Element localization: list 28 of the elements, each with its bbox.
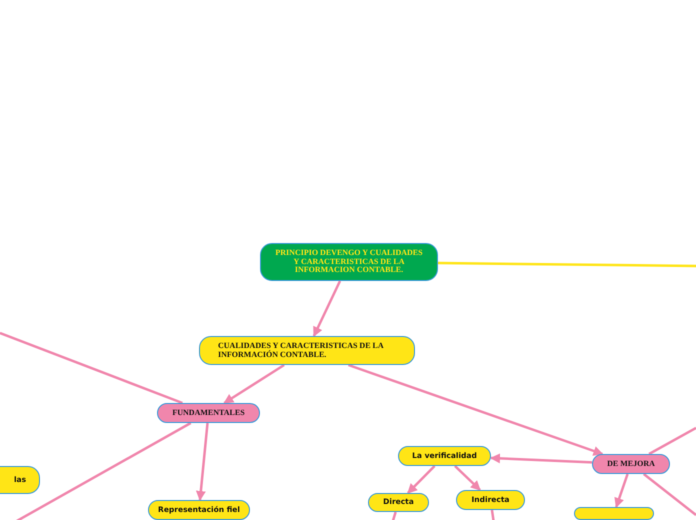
topic-box (398, 446, 491, 466)
arrow (614, 474, 629, 508)
connector-line (0, 332, 183, 404)
topic-box (260, 243, 438, 281)
node-label: FUNDAMENTALES (172, 408, 245, 418)
connector-line (642, 473, 696, 516)
topic-box (456, 490, 525, 510)
arrow (223, 364, 285, 404)
arrow (312, 280, 342, 337)
topic-box (157, 403, 260, 423)
node-label: PRINCIPIO DEVENGO Y CUALIDADES Y CARACTERISTICAS DE LA INFORMACION CONTABLE. (274, 248, 424, 276)
node-label: CUALIDADES Y CARACTERISTICAS DE LA INFORMACIÓN CONTABLE. (218, 342, 384, 360)
arrow (348, 364, 604, 456)
empty-box (574, 507, 654, 520)
topic-box (199, 336, 415, 365)
connector-line (438, 262, 696, 268)
topic-box (148, 500, 250, 520)
arrow (196, 422, 209, 501)
connector-line (390, 512, 397, 520)
arrow (407, 465, 436, 494)
arrow (454, 465, 481, 491)
arrow (490, 453, 592, 464)
node-label: DE MEJORA (607, 460, 655, 468)
connector-line (14, 422, 192, 520)
topic-box (368, 493, 429, 512)
topic-box (592, 454, 670, 474)
connector-line (648, 426, 696, 456)
connector-line (490, 510, 496, 520)
